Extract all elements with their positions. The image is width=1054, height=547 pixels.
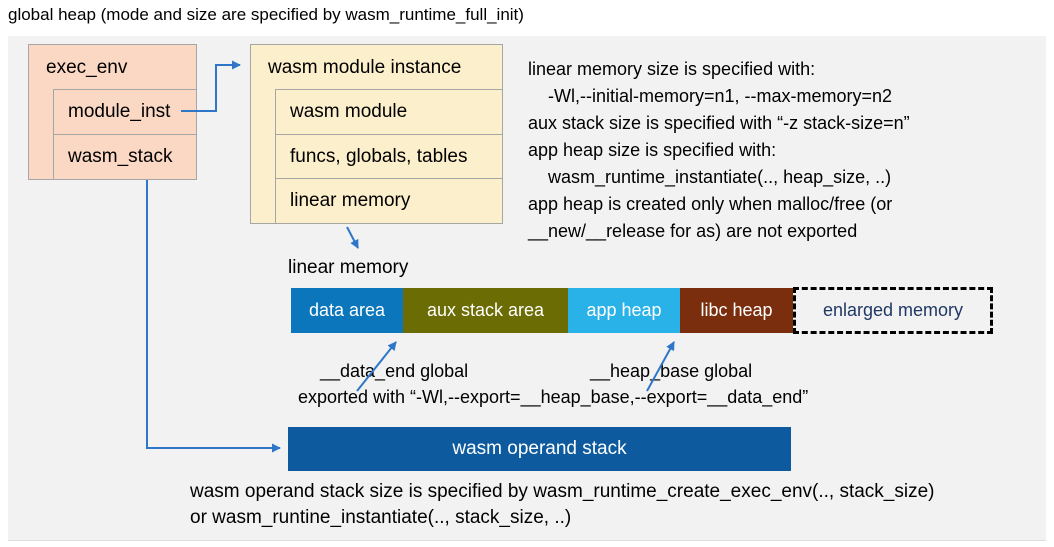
wasm-operand-stack-bar: wasm operand stack <box>288 427 791 471</box>
data-end-global-label: __data_end global <box>320 361 469 381</box>
export-flags-note: exported with “-Wl,--export=__heap_base,… <box>298 387 809 407</box>
exec-env-header: exec_env <box>46 56 128 78</box>
module-instance-row-funcs-globals-tables: funcs, globals, tables <box>275 134 503 179</box>
linear-memory-notes: linear memory size is specified with: -W… <box>528 56 1028 245</box>
note-line: app heap is created only when malloc/fre… <box>528 194 893 214</box>
note-line: app heap size is specified with: <box>528 140 777 160</box>
segment-app-heap: app heap <box>568 288 680 333</box>
page-title: global heap (mode and size are specified… <box>8 5 524 24</box>
heap-base-global-label: __heap_base global <box>590 361 753 381</box>
note-line: __new/__release for as) are not exported <box>528 221 858 241</box>
note-line: wasm_runtime_instantiate(.., heap_size, … <box>548 167 892 187</box>
exec-env-row-module-inst: module_inst <box>53 89 197 135</box>
segment-data-area: data area <box>291 288 403 333</box>
segment-aux-stack-area: aux stack area <box>403 288 568 333</box>
exec-env-row-wasm-stack: wasm_stack <box>53 134 197 180</box>
segment-enlarged-memory: enlarged memory <box>793 287 993 334</box>
segment-libc-heap: libc heap <box>680 288 793 333</box>
linear-memory-label: linear memory <box>288 257 409 278</box>
note-line: -Wl,--initial-memory=n1, --max-memory=n2 <box>548 86 893 106</box>
module-instance-row-linear-memory: linear memory <box>275 178 503 224</box>
note-line: aux stack size is specified with “-z sta… <box>528 113 910 133</box>
module-instance-header: wasm module instance <box>268 56 462 78</box>
operand-stack-note-line1: wasm operand stack size is specified by … <box>190 481 935 502</box>
module-instance-row-wasm-module: wasm module <box>275 89 503 135</box>
note-line: linear memory size is specified with: <box>528 59 816 79</box>
operand-stack-note-line2: or wasm_runtine_instantiate(.., stack_si… <box>190 507 572 528</box>
